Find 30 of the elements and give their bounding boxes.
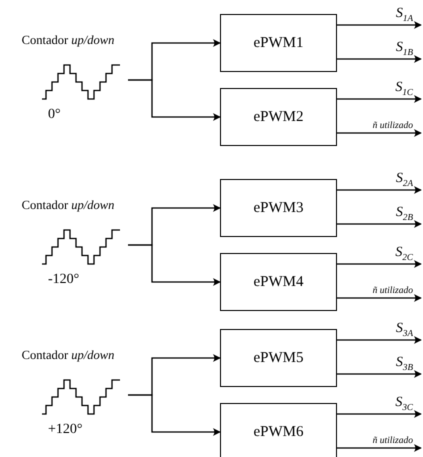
module-name: ePWM1 [254, 34, 304, 52]
module-box [220, 403, 337, 457]
phase-angle: -120° [48, 272, 80, 288]
module-name: ePWM2 [254, 108, 304, 126]
signal-label: S$_{3C}$ [394, 396, 414, 412]
module-box [220, 14, 337, 72]
signal-label: S$_{3A}$ [394, 322, 414, 338]
signal-label: ñ utilizado [372, 122, 414, 131]
module-box [220, 329, 337, 387]
module-name: ePWM3 [254, 200, 304, 216]
module-name: ePWM4 [254, 274, 304, 290]
signal-label: S$_{1A}$ [394, 7, 414, 23]
counter-label: Contador up/down [20, 33, 116, 48]
signal-label: ñ utilizado [372, 286, 414, 296]
phase-angle: +120° [48, 422, 82, 438]
module-name: ePWM6 [254, 424, 304, 440]
counter-label: Contador up/down [20, 198, 116, 213]
signal-label: S$_{2C}$ [394, 246, 414, 262]
signal-label: S$_{3B}$ [394, 356, 414, 372]
signal-label: S$_{2A}$ [394, 172, 414, 188]
signal-label: ñ utilizado [372, 436, 414, 446]
counter-label: Contador up/down [20, 348, 116, 363]
signal-label: S$_{1B}$ [394, 41, 414, 57]
module-box [220, 253, 337, 311]
module-box [220, 88, 337, 146]
signal-label: S$_{2B}$ [394, 206, 414, 222]
signal-label: S$_{1C}$ [394, 81, 414, 97]
module-name: ePWM5 [254, 350, 304, 366]
module-box [220, 179, 337, 237]
phase-angle: 0° [48, 107, 61, 123]
